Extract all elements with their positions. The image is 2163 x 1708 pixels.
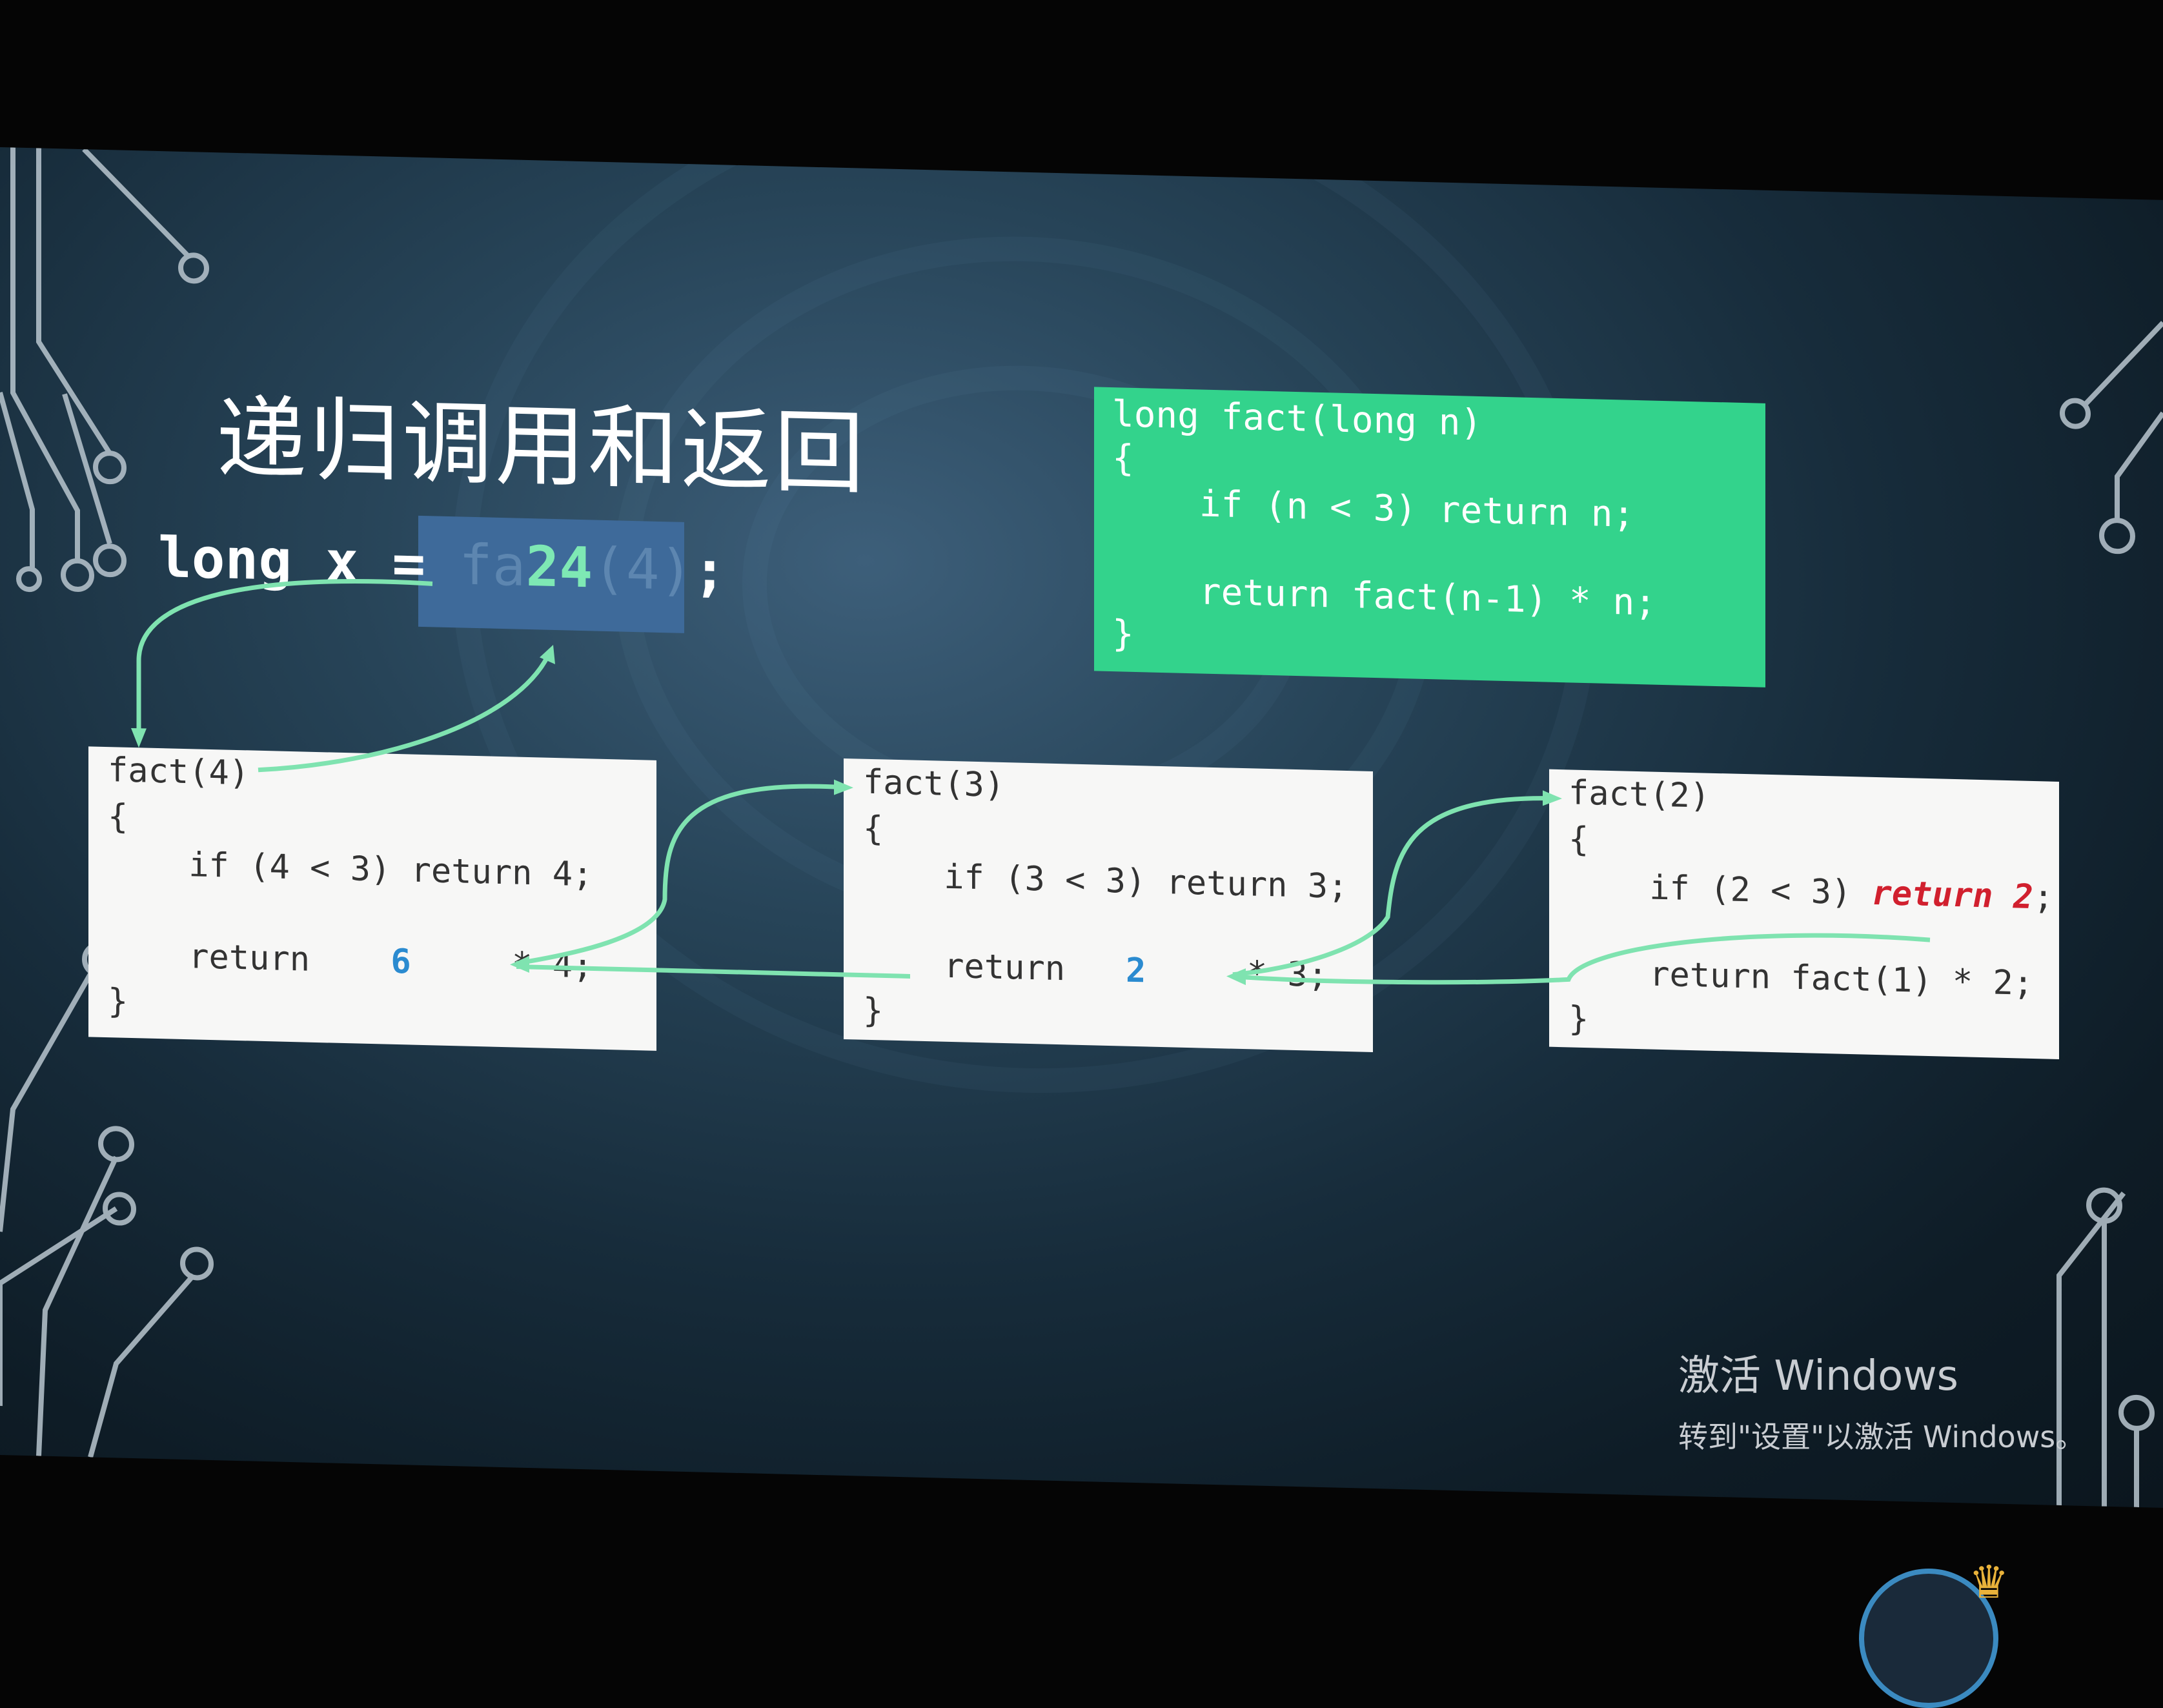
- call-arrow: [1232, 796, 1556, 977]
- call-arrow: [516, 784, 846, 966]
- call-arrow: [136, 578, 433, 742]
- return-arrow: [1232, 933, 1931, 985]
- slide: 递归调用和返回 long x = fa24(4); long fact(long…: [0, 147, 2163, 1508]
- arrow-head: [1543, 790, 1562, 806]
- arrow-head: [834, 779, 853, 795]
- activation-watermark: 激活 Windows 转到"设置"以激活 Windows。: [1678, 1343, 2085, 1456]
- flow-arrows: [131, 578, 1931, 986]
- return-arrow: [258, 653, 551, 773]
- crown-icon[interactable]: ♛: [1969, 1556, 2009, 1609]
- watermark-subtitle: 转到"设置"以激活 Windows。: [1678, 1419, 2086, 1454]
- arrow-head: [540, 644, 555, 665]
- return-arrow: [516, 964, 910, 979]
- arrow-head: [510, 956, 529, 973]
- watermark-title: 激活 Windows: [1678, 1352, 1959, 1400]
- arrow-head: [1226, 968, 1246, 986]
- arrow-head: [131, 727, 147, 748]
